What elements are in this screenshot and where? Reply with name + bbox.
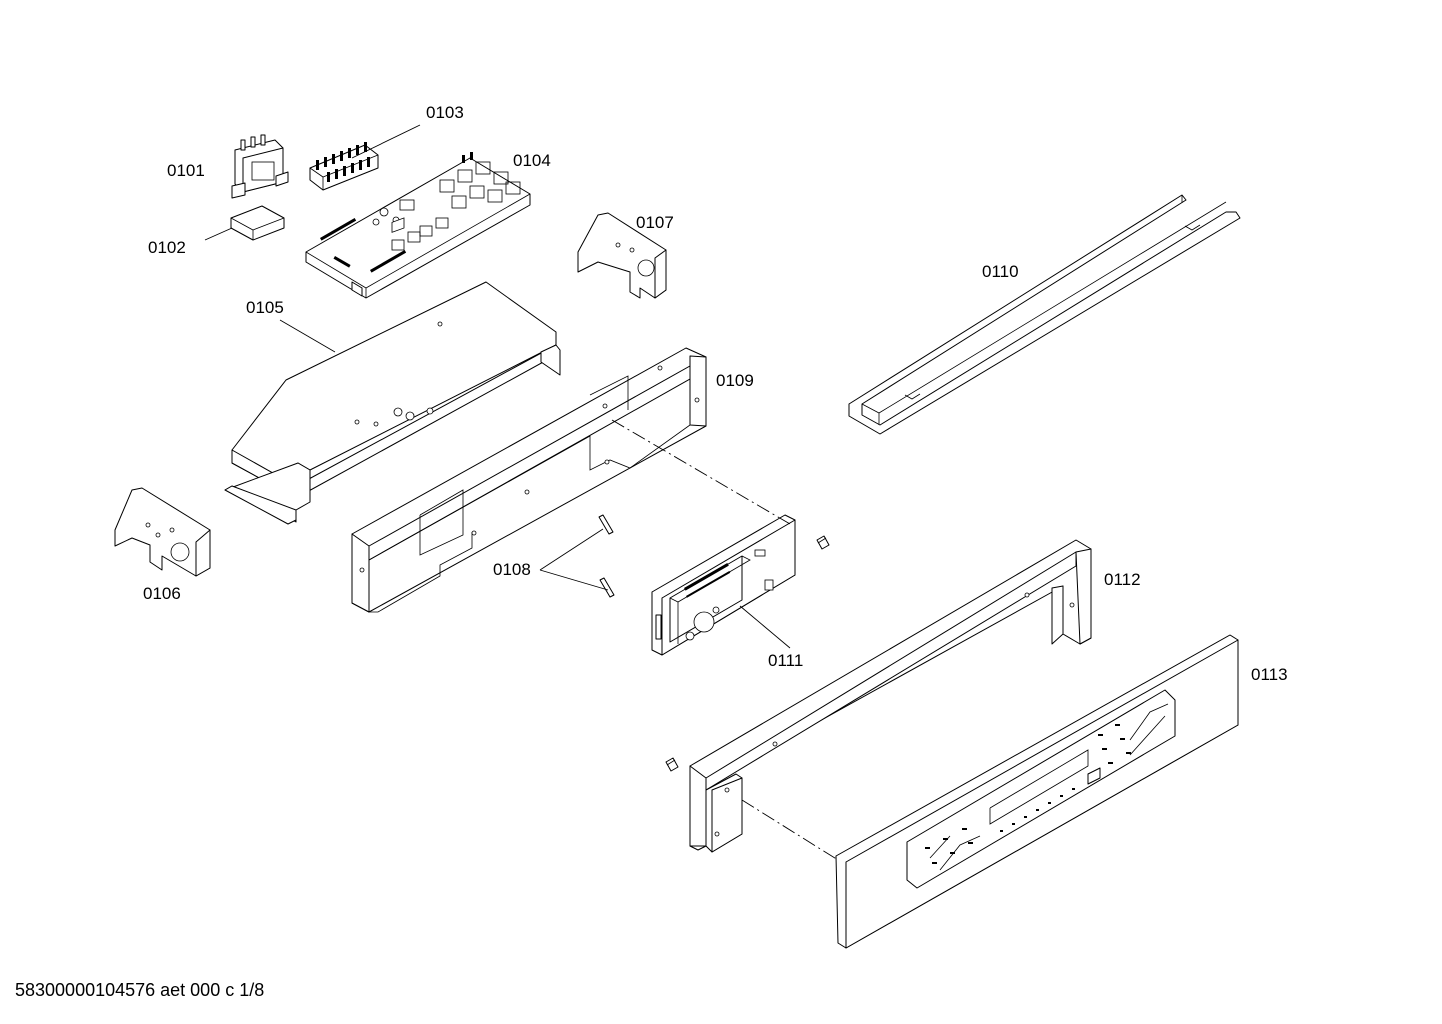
part-0112-top-frame[interactable] bbox=[689, 539, 1092, 853]
drawing-reference-footer: 58300000104576 aet 000 c 1/8 bbox=[15, 980, 265, 1000]
part-0108-pins[interactable] bbox=[598, 514, 615, 598]
label-0109: 0109 bbox=[716, 371, 754, 390]
part-0106-side-bracket[interactable] bbox=[114, 487, 211, 577]
part-0102-pad[interactable] bbox=[230, 205, 285, 241]
alignment-lines bbox=[611, 419, 839, 861]
label-0113: 0113 bbox=[1251, 665, 1288, 684]
label-0105: 0105 bbox=[246, 298, 284, 317]
screw-0113-icon bbox=[665, 757, 679, 772]
part-0111-display-board[interactable] bbox=[651, 514, 796, 656]
label-0108: 0108 bbox=[493, 560, 531, 579]
part-0110-rail[interactable] bbox=[848, 194, 1241, 435]
label-0106: 0106 bbox=[143, 584, 181, 603]
part-0113-front-panel[interactable] bbox=[835, 634, 1239, 949]
part-0109-front-frame[interactable] bbox=[351, 347, 707, 613]
label-0110: 0110 bbox=[982, 262, 1019, 281]
label-0104: 0104 bbox=[513, 151, 551, 170]
part-0104-control-board[interactable] bbox=[305, 152, 531, 299]
leader-lines bbox=[204, 124, 791, 649]
label-0101: 0101 bbox=[167, 161, 205, 180]
part-labels: 0101 0102 0103 0104 0105 0106 0107 0108 … bbox=[143, 103, 1288, 684]
part-0103-terminal-block[interactable] bbox=[309, 142, 379, 191]
part-0101-transformer[interactable] bbox=[231, 134, 289, 199]
label-0102: 0102 bbox=[148, 238, 186, 257]
screw-0111-icon bbox=[816, 535, 830, 550]
label-0111: 0111 bbox=[768, 651, 803, 670]
label-0107: 0107 bbox=[636, 213, 674, 232]
part-0107-side-bracket[interactable] bbox=[577, 212, 667, 299]
label-0103: 0103 bbox=[426, 103, 464, 122]
part-0105-bracket-plate[interactable] bbox=[224, 217, 561, 525]
label-0112: 0112 bbox=[1104, 570, 1141, 589]
